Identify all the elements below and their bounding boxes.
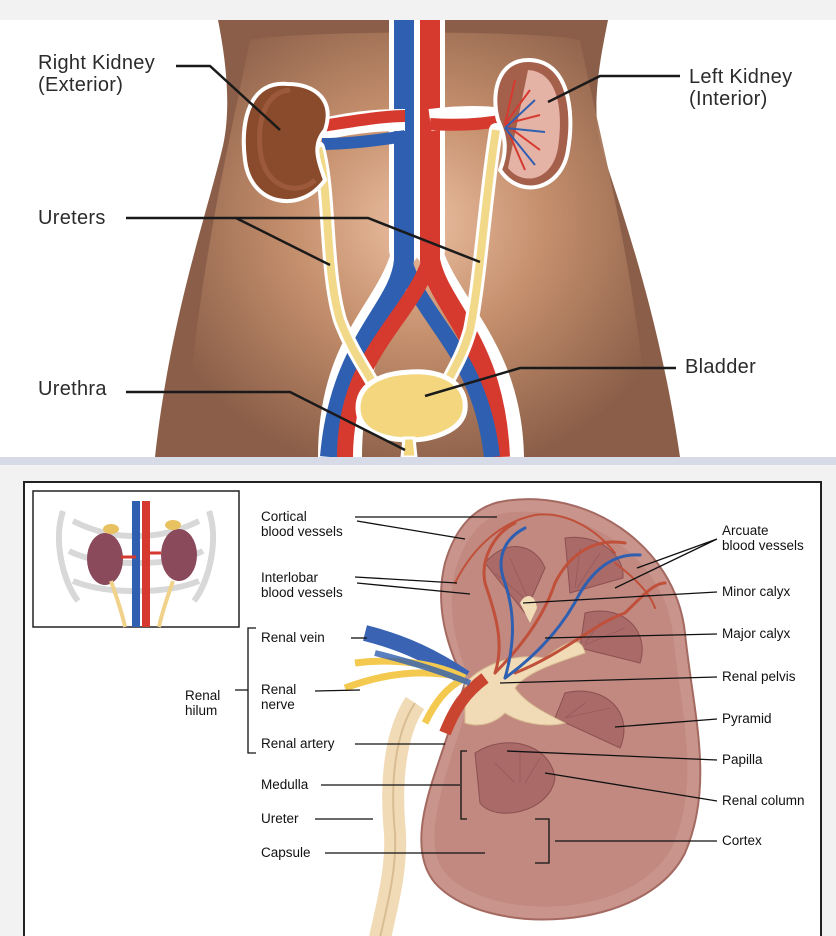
interlobar-artery [482,521,517,675]
urinary-system-illustration [126,20,680,457]
label-renal-vein: Renal vein [261,630,325,645]
label-right-kidney: Right Kidney (Exterior) [38,52,155,96]
kidney-anatomy-panel: Cortical blood vessels Interlobar blood … [23,481,822,936]
interlobar-vein [499,526,527,680]
leader-medulla [321,750,467,820]
renal-artery [439,673,489,736]
inset-kidney-right [87,533,123,585]
right-kidney [241,81,330,204]
label-left-kidney: Left Kidney (Interior) [689,66,793,110]
kidney-cross-section-illustration [32,490,718,936]
ureter-tube [369,696,425,936]
leader-pyramid [614,718,718,728]
label-arcuate-vessels: Arcuate blood vessels [722,523,804,553]
leader-cortex [535,818,717,864]
label-capsule: Capsule [261,845,311,860]
leader-renal-pelvis [499,676,718,684]
label-renal-column: Renal column [722,793,805,808]
label-renal-pelvis: Renal pelvis [722,669,796,684]
label-major-calyx: Major calyx [722,626,791,641]
label-renal-artery: Renal artery [261,736,335,751]
leader-ureters-b [236,216,481,264]
leader-renal-column [544,772,718,802]
label-interlobar-vessels: Interlobar blood vessels [261,570,343,600]
leader-left-kidney [547,74,680,104]
leader-major-calyx [544,633,718,639]
label-ureters: Ureters [38,207,106,229]
label-renal-nerve: Renal nerve [261,682,297,712]
leader-interlobar [354,576,471,595]
hilum-bracket [235,627,256,754]
label-renal-hilum: Renal hilum [185,688,221,718]
leader-minor-calyx [522,591,718,604]
label-cortical-vessels: Cortical blood vessels [261,509,343,539]
leader-right-kidney [176,64,281,131]
leader-renal-nerve [314,689,361,692]
inset-overview [32,490,240,628]
label-medulla: Medulla [261,777,309,792]
arcuate-vessels [454,513,616,584]
bladder [355,369,468,443]
leader-urethra [126,390,406,452]
label-cortex: Cortex [722,833,762,848]
leader-arcuate [614,538,718,589]
ureter-left [436,129,500,402]
urethra [400,436,418,457]
urinary-system-panel: Right Kidney (Exterior) Left Kidney (Int… [0,20,836,457]
label-papilla: Papilla [722,752,763,767]
label-bladder: Bladder [685,356,757,378]
label-urethra: Urethra [38,378,107,400]
label-minor-calyx: Minor calyx [722,584,791,599]
ureter-right [314,146,384,402]
leader-bladder [424,366,676,398]
label-ureter: Ureter [261,811,299,826]
panel-divider [0,457,836,465]
label-pyramid: Pyramid [722,711,772,726]
leader-cortical [355,516,497,540]
leader-papilla [506,750,718,761]
renal-vein-right [321,110,406,132]
inset-kidney-left [161,529,197,581]
